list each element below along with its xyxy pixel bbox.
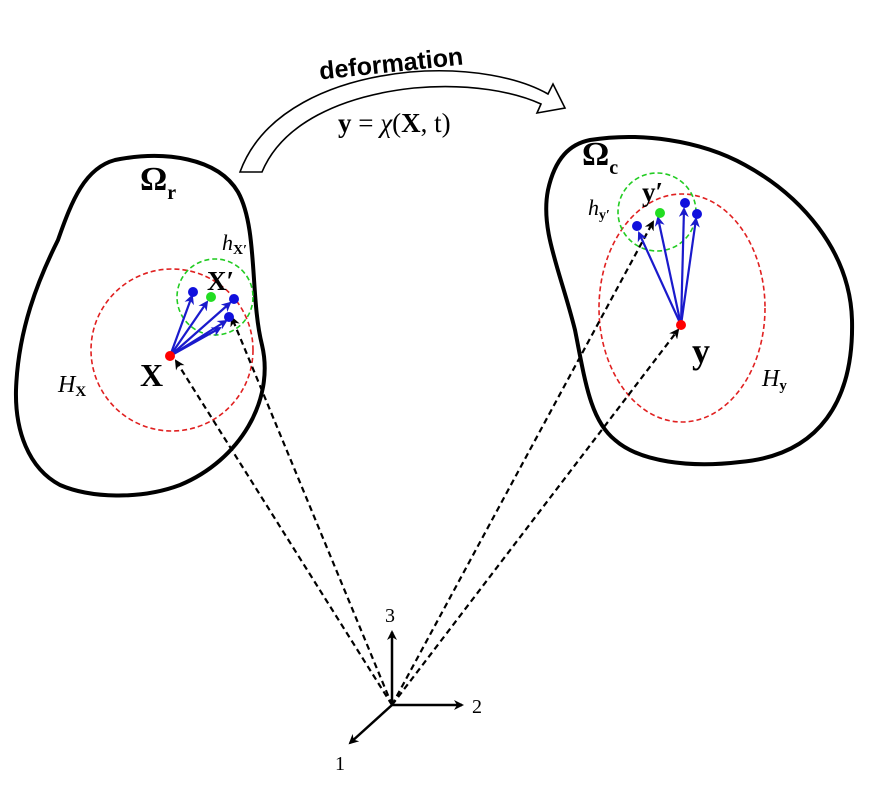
horizon-label-H-y-subscript: y	[779, 378, 787, 394]
horizon-label-H-y: Hy	[761, 366, 787, 394]
horizon-label-H-X-symbol: H	[57, 372, 77, 398]
equation-close-paren: )	[442, 108, 451, 138]
material-point-y	[676, 320, 686, 330]
horizon-label-h-X-prime: hX′	[222, 230, 247, 258]
point-label-y: y	[692, 331, 710, 371]
equation-y: y	[338, 108, 352, 138]
horizon-label-h-X-prime-subscript: X′	[233, 243, 247, 258]
current-body-outline	[544, 135, 855, 467]
horizon-label-h-y-prime-symbol: h	[588, 195, 599, 220]
point-label-y-prime: y′	[642, 177, 663, 207]
reference-bonds	[168, 294, 232, 357]
family-point	[680, 198, 690, 208]
axis-label-2: 2	[472, 696, 482, 718]
position-vector-X-prime	[230, 316, 394, 706]
position-vector-y	[391, 328, 680, 706]
family-point	[229, 294, 239, 304]
horizon-label-H-X-subscript: X	[75, 384, 86, 400]
neighbor-point-X-prime	[206, 292, 216, 302]
omega-r-subscript: r	[167, 182, 176, 204]
family-point	[632, 221, 642, 231]
family-point	[188, 287, 198, 297]
equation-chi: χ	[377, 108, 393, 138]
equation-X: X	[401, 108, 421, 138]
omega-c-subscript: c	[609, 157, 618, 179]
horizon-label-h-y-prime-subscript: y′	[599, 208, 610, 223]
omega-c-symbol: Ω	[582, 136, 609, 173]
point-label-X: X	[140, 357, 163, 393]
equation-open-paren: (	[392, 108, 401, 138]
equation-comma-t: , t	[421, 108, 443, 138]
family-point	[692, 209, 702, 219]
axis-label-1: 1	[335, 753, 345, 775]
equation-equals: =	[352, 108, 381, 138]
horizon-label-h-X-prime-symbol: h	[222, 230, 233, 255]
horizon-label-H-y-symbol: H	[761, 366, 781, 392]
current-bonds	[637, 207, 700, 326]
horizon-label-H-X: HX	[57, 372, 86, 400]
omega-r-label: Ωr	[140, 161, 176, 204]
omega-c-label: Ωc	[582, 136, 618, 179]
deformation-arrow-icon	[238, 69, 567, 173]
material-point-X	[165, 351, 175, 361]
horizon-H-X	[90, 268, 254, 432]
position-vector-X	[174, 359, 393, 706]
horizon-label-h-y-prime: hy′	[588, 195, 610, 223]
coordinate-axes	[348, 630, 464, 745]
axis-label-3: 3	[385, 605, 395, 627]
family-point	[224, 312, 234, 322]
reference-body-outline	[13, 154, 267, 498]
neighbor-point-y-prime	[655, 208, 665, 218]
position-vector-y-prime	[391, 220, 654, 706]
horizon-H-y	[598, 193, 766, 423]
point-label-X-prime: X′	[207, 266, 234, 296]
omega-r-symbol: Ω	[140, 161, 167, 198]
deformation-equation: y = χ(X, t)	[338, 108, 451, 138]
